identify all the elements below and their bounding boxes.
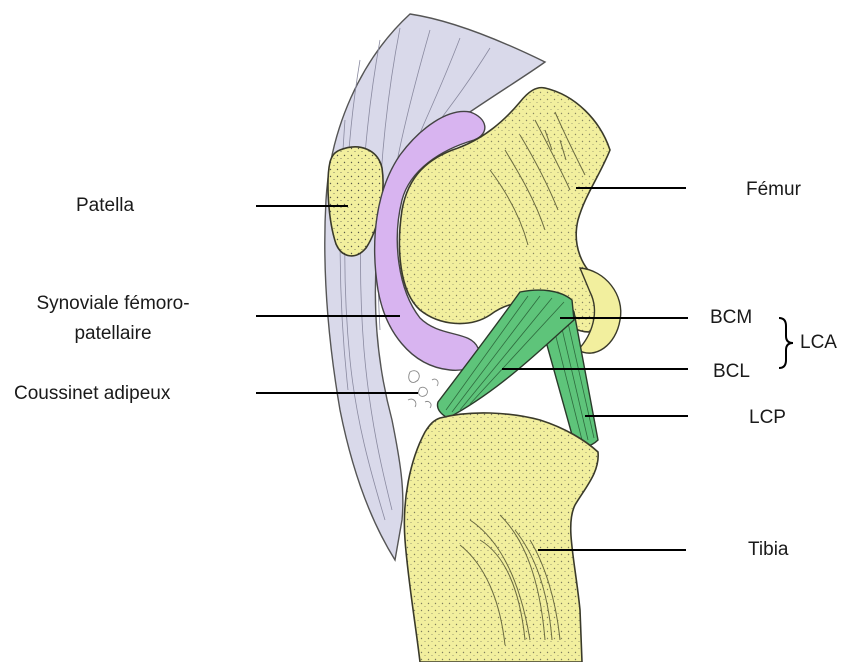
- label-lca: LCA: [800, 331, 837, 355]
- label-coussinet: Coussinet adipeux: [14, 382, 170, 406]
- label-tibia: Tibia: [748, 538, 788, 562]
- label-lcp: LCP: [749, 406, 786, 430]
- label-patella: Patella: [76, 194, 134, 218]
- label-synoviale-line2: patellaire: [10, 322, 216, 346]
- fat-pad: [408, 371, 438, 408]
- label-synoviale-line1: Synoviale fémoro-: [10, 292, 216, 316]
- label-femur: Fémur: [746, 178, 801, 202]
- label-bcl: BCL: [713, 360, 750, 384]
- lca-brace: [779, 318, 793, 368]
- label-bcm: BCM: [710, 306, 752, 330]
